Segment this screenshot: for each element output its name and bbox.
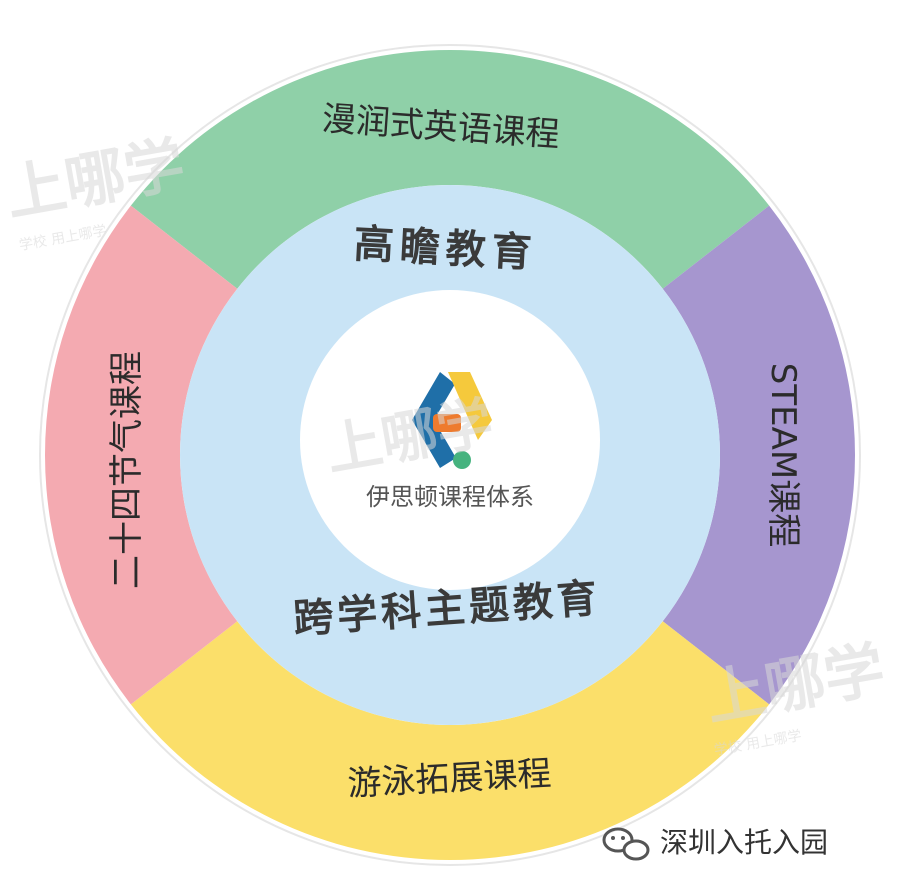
inner-label-highscope: 高瞻教育 — [353, 221, 539, 277]
segment-solar-terms — [45, 205, 238, 705]
segment-english — [130, 50, 770, 289]
segment-label-solar-terms: 二十四节气课程 — [107, 351, 147, 589]
footer-account-name: 深圳入托入园 — [660, 826, 828, 859]
yisidun-logo-icon — [412, 372, 492, 469]
segment-label-steam: STEAM课程 — [763, 363, 803, 547]
outer-segments — [45, 50, 855, 860]
segment-steam — [662, 205, 855, 705]
center-label: 伊思顿课程体系 — [366, 483, 534, 511]
center-disk — [300, 290, 600, 590]
segment-swimming — [130, 621, 770, 860]
wechat-icon — [602, 827, 650, 861]
